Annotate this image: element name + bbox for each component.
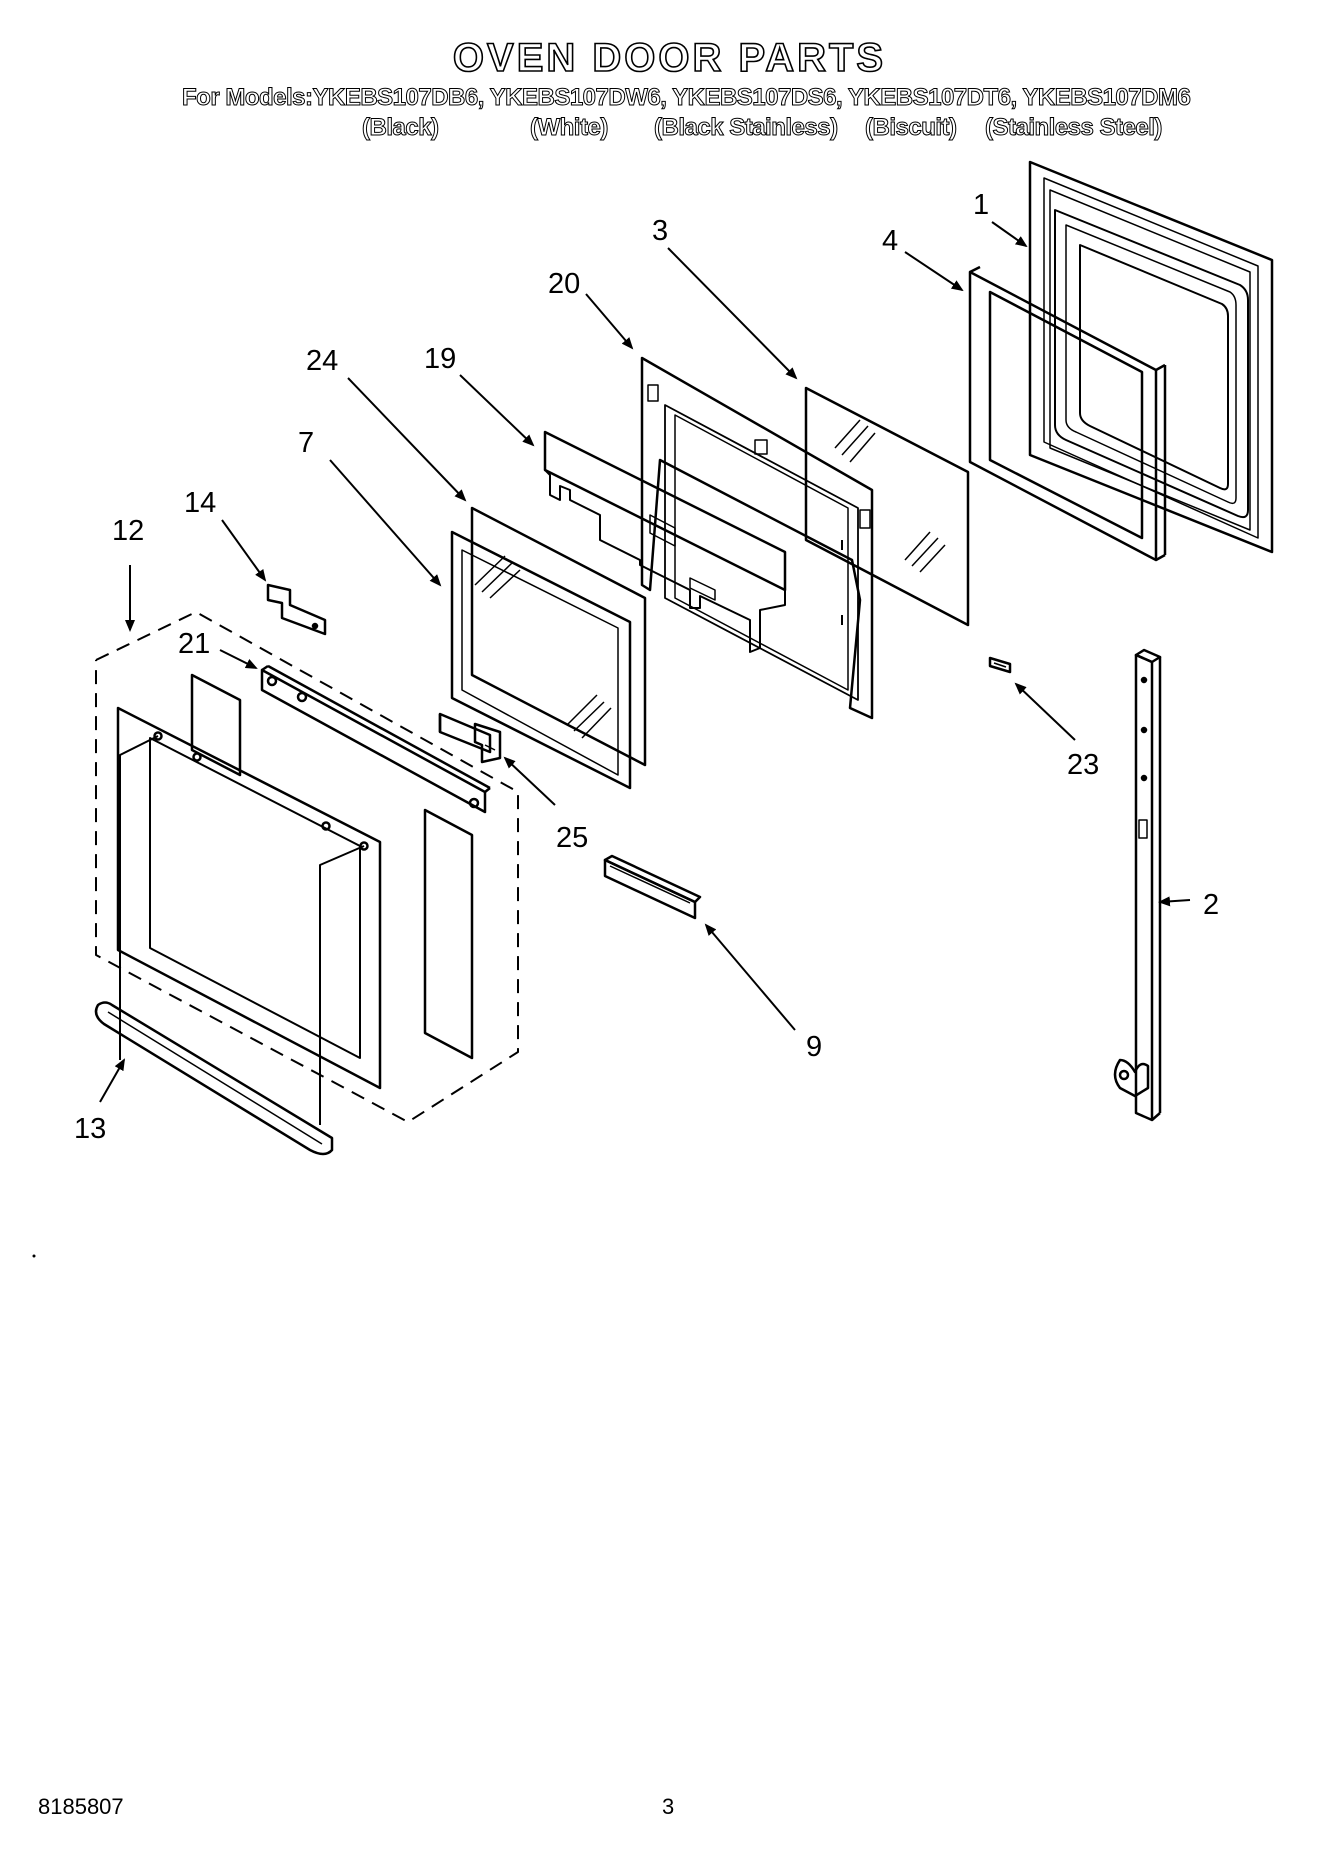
callout-4: 4 (882, 225, 898, 257)
callout-23: 23 (1067, 749, 1099, 781)
part-7-outer-glass (450, 530, 632, 790)
arrow-21 (219, 649, 258, 669)
callout-3: 3 (652, 215, 668, 247)
part-13-door-handle (94, 1001, 334, 1156)
color-label-biscuit: (Biscuit) (865, 114, 958, 142)
models-line: For Models:YKEBS107DB6, YKEBS107DW6, YKE… (181, 84, 1191, 112)
part-side-shim-left (190, 673, 242, 777)
arrow-3 (667, 247, 798, 380)
page-number: 3 (662, 1794, 675, 1819)
callout-20: 20 (548, 268, 580, 300)
callout-1: 1 (973, 189, 989, 221)
callout-24: 24 (306, 345, 338, 377)
page-title: OVEN DOOR PARTS (452, 35, 887, 81)
callout-13: 13 (74, 1113, 106, 1145)
arrow-20 (585, 293, 634, 350)
arrow-2 (1158, 896, 1191, 907)
arrow-14 (221, 519, 267, 582)
callout-7: 7 (298, 427, 314, 459)
arrow-23 (1014, 682, 1076, 741)
part-12-door-assembly-outline (95, 611, 519, 1123)
part-door-front-panel (116, 706, 382, 1090)
arrow-25 (503, 756, 556, 806)
part-side-shim-right (423, 808, 474, 1060)
callout-12: 12 (112, 515, 144, 547)
part-2-door-hinge (1113, 648, 1162, 1122)
part-24-glass-spacer (470, 506, 647, 767)
arrow-7 (329, 459, 442, 587)
arrow-9 (704, 923, 796, 1031)
color-label-black: (Black) (362, 114, 440, 142)
arrow-13 (99, 1058, 125, 1103)
part-19-heat-shield (543, 430, 787, 653)
part-3-inner-glass (804, 386, 970, 627)
part-9-seal-strip (603, 854, 702, 920)
part-1-outer-door-panel (1028, 160, 1274, 554)
arrow-19 (459, 374, 535, 447)
handle-screw-leaders (119, 735, 365, 1125)
callout-14: 14 (184, 487, 216, 519)
arrow-4 (904, 251, 964, 292)
callout-9: 9 (806, 1031, 822, 1063)
arrow-1 (991, 221, 1028, 248)
color-label-white: (White) (530, 114, 609, 142)
part-21-bracket-bar (260, 664, 491, 814)
callout-21: 21 (178, 628, 210, 660)
part-25-hinge-clip (438, 712, 502, 764)
part-14-clip (266, 583, 327, 636)
color-label-black-stainless: (Black Stainless) (654, 114, 839, 142)
callout-2: 2 (1203, 889, 1219, 921)
part-23-small-clip (988, 656, 1012, 674)
callout-25: 25 (556, 822, 588, 854)
color-label-stainless-steel: (Stainless Steel) (985, 114, 1163, 142)
stray-dot (32, 1254, 36, 1258)
part-4-door-gasket-frame (968, 265, 1167, 562)
arrow-24 (347, 377, 467, 502)
callout-19: 19 (424, 343, 456, 375)
document-number: 8185807 (38, 1794, 124, 1819)
